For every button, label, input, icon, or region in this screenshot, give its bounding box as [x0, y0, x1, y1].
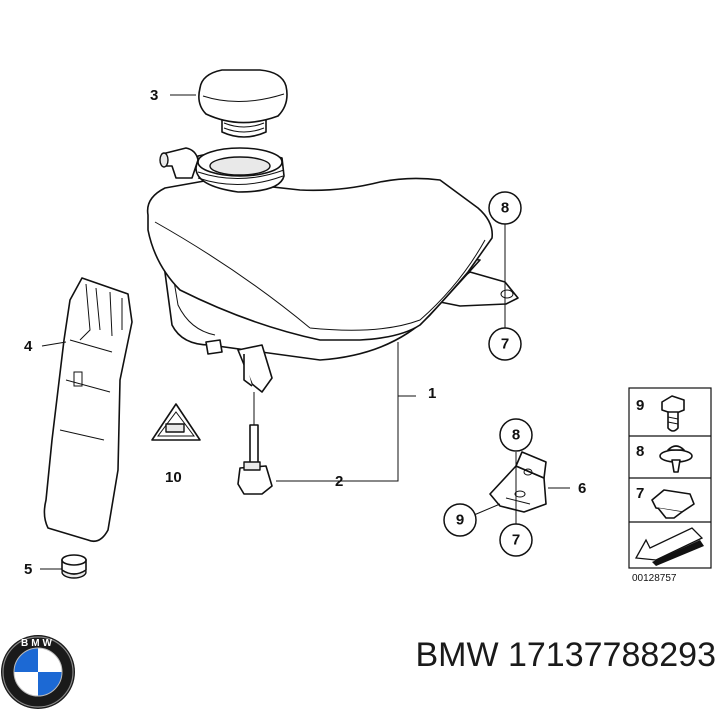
cap-part: [198, 69, 288, 138]
cover-leader: [41, 341, 67, 347]
washer-screw-icon: [659, 445, 693, 473]
legend-num-9: 9: [636, 397, 644, 414]
legend-num-7: 7: [636, 485, 644, 502]
level-sensor-part: [237, 392, 273, 495]
bolt-icon: [661, 395, 685, 432]
callout-circle-8-upper: [488, 191, 522, 225]
logo-letters: BMW: [21, 638, 55, 649]
callout-8-lower: 8: [512, 427, 520, 444]
callout-1: 1: [428, 385, 436, 402]
warning-label-part: [151, 403, 201, 441]
bracket-part: [489, 451, 547, 513]
callout-9: 9: [456, 512, 464, 529]
callout-5: 5: [24, 561, 32, 578]
tank-leader: [397, 342, 416, 397]
callout-10: 10: [165, 469, 182, 486]
callout-2: 2: [335, 473, 343, 490]
grommet-part: [61, 554, 87, 579]
callout-3: 3: [150, 87, 158, 104]
callout-circle-7-upper: [488, 327, 522, 361]
brand-part-number: BMW 17137788293: [415, 636, 716, 674]
callout-6: 6: [578, 480, 586, 497]
fastener-legend: 9 8 7 00128757: [628, 387, 712, 584]
expansion-tank-part: [146, 147, 519, 393]
bracket-bolt-leader: [473, 503, 501, 516]
callout-7-upper: 7: [501, 336, 509, 353]
bmw-logo-icon: BMW: [1, 635, 75, 709]
cover-panel-part: [43, 277, 133, 543]
callout-circle-8-lower: [499, 418, 533, 452]
callout-8-upper: 8: [501, 200, 509, 217]
sensor-leader: [276, 396, 399, 482]
clip-nut-icon: [651, 489, 695, 519]
diagram-code: 00128757: [632, 573, 677, 584]
callout-circle-7-lower: [499, 523, 533, 557]
arrow-icon: [634, 527, 704, 566]
callout-circle-9: [443, 503, 477, 537]
legend-num-8: 8: [636, 443, 644, 460]
callout-4: 4: [24, 338, 33, 355]
callout-7-lower: 7: [512, 532, 520, 549]
